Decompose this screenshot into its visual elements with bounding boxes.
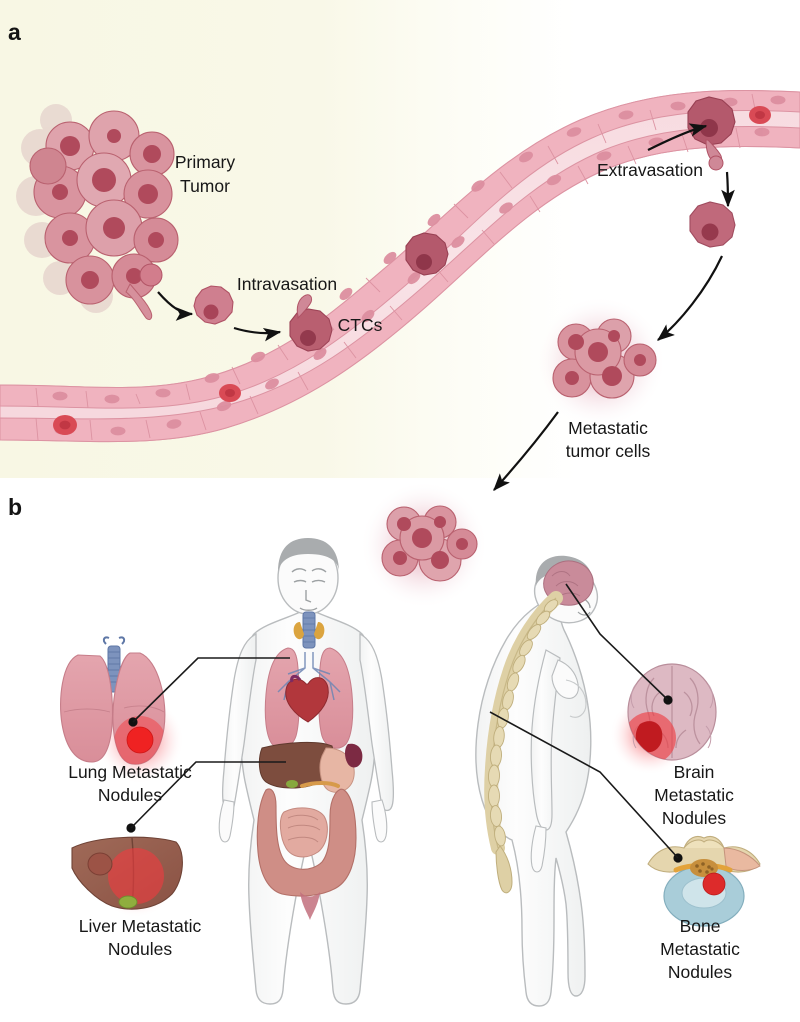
organ-lungs	[60, 636, 184, 784]
hair	[278, 538, 339, 572]
organ-brain	[610, 663, 717, 775]
vertebrae	[488, 599, 559, 847]
lung-nodule	[126, 726, 154, 754]
label-liver-metastatic-line1: Liver Metastatic	[79, 916, 202, 936]
red-blood-cells	[53, 106, 771, 435]
label-brain-metastatic-line3: Nodules	[662, 808, 726, 828]
spine	[484, 591, 563, 894]
panel-b-labels: Lung Metastatic Nodules Liver Metastatic…	[68, 762, 740, 982]
bronchial-tree	[277, 652, 341, 701]
leader-line-lung	[132, 657, 290, 723]
lung-left-lobe	[60, 654, 113, 763]
label-bone-metastatic-line3: Nodules	[668, 962, 732, 982]
metastatic-tumor-cell-cluster-a	[534, 296, 666, 428]
label-metastatic-tumor-cells-line1: Metastatic	[568, 418, 648, 438]
leader-line-brain	[565, 583, 669, 701]
tumor-nuclei	[52, 129, 164, 289]
label-primary-tumor-line2: Tumor	[180, 176, 230, 196]
label-bone-metastatic-line1: Bone	[680, 916, 721, 936]
organ-liver	[71, 823, 183, 918]
gallbladder-liver	[118, 895, 138, 909]
panel-a-labels: Primary Tumor Intravasation CTCs Extrava…	[175, 152, 703, 461]
label-brain-metastatic-line1: Brain	[674, 762, 715, 782]
label-liver-metastatic-line2: Nodules	[108, 939, 172, 959]
label-lung-metastatic-line1: Lung Metastatic	[68, 762, 192, 782]
metastatic-tumor-cell-cluster-b	[360, 481, 488, 609]
large-intestine	[256, 788, 357, 897]
spleen	[345, 743, 363, 768]
label-bone-metastatic-line2: Metastatic	[660, 939, 740, 959]
panel-b-letter: b	[8, 494, 22, 520]
thyroid	[293, 622, 325, 640]
circulating-tumor-cell-in-vessel	[405, 232, 449, 276]
gallbladder	[286, 780, 298, 788]
blood-vessel	[0, 89, 800, 443]
label-intravasation: Intravasation	[237, 274, 337, 294]
label-brain-metastatic-line2: Metastatic	[654, 785, 734, 805]
tumor-detaching-tail	[125, 283, 153, 321]
arrow-to-metastatic-cluster	[656, 255, 723, 341]
small-intestine	[279, 807, 328, 858]
label-ctcs: CTCs	[338, 315, 383, 335]
primary-tumor-mass	[16, 104, 179, 321]
face-features	[291, 568, 327, 611]
anterior-body-figure	[218, 538, 395, 1005]
pelvis-hint	[300, 892, 320, 920]
bone-marrow	[690, 859, 718, 877]
panel-a-arrows	[157, 123, 735, 491]
arrow-tumor-to-cell	[157, 291, 194, 321]
label-lung-metastatic-line2: Nodules	[98, 785, 162, 805]
arrow-extravasation-down	[721, 171, 735, 208]
leader-line-liver	[130, 761, 286, 829]
arrow-cell-to-vessel	[233, 326, 282, 342]
label-metastatic-tumor-cells-line2: tumor cells	[566, 441, 651, 461]
arrow-in-vessel-flow	[647, 123, 708, 151]
panel-a: a	[0, 19, 800, 491]
liver-nodule-secondary	[87, 852, 113, 876]
arrow-to-panel-b	[493, 411, 559, 491]
extravasated-tumor-cell	[689, 201, 736, 248]
leader-line-bone	[489, 711, 679, 859]
leader-lines	[130, 583, 679, 859]
vessel-wall-bottom	[0, 126, 800, 443]
migrating-tumor-cell-intravasating	[289, 294, 333, 352]
endothelial-cell-borders	[35, 93, 757, 441]
heart	[285, 677, 329, 723]
bone-nodule	[702, 872, 726, 896]
migrating-tumor-cell-1	[193, 285, 234, 325]
lateral-body-figure	[475, 555, 599, 1007]
organ-vertebra	[647, 835, 761, 927]
panel-a-letter: a	[8, 19, 21, 45]
brain-gyri-edge	[630, 683, 714, 749]
label-primary-tumor-line1: Primary	[175, 152, 236, 172]
detaching-cell	[139, 263, 163, 287]
label-extravasation: Extravasation	[597, 160, 703, 180]
pancreas	[300, 781, 340, 788]
panel-b: b	[8, 481, 761, 1007]
